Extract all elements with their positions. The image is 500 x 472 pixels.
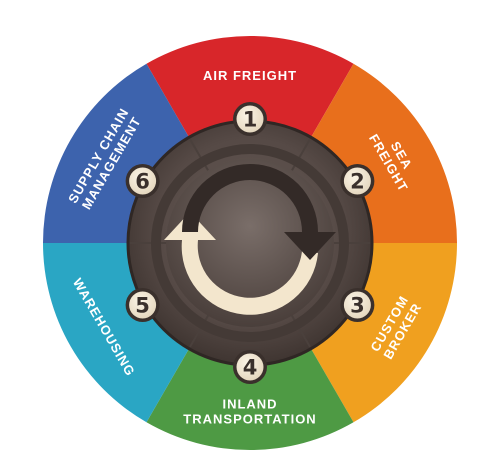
badge-number: 1 [243, 108, 258, 132]
center-hub [126, 119, 374, 367]
hub-inner-ring [151, 144, 349, 342]
badge-number: 2 [350, 170, 365, 194]
number-badges: 1 2 3 4 5 6 [125, 102, 375, 384]
segment-label-line: INLAND [222, 397, 277, 412]
cycle-arrows-icon [164, 164, 336, 315]
segment-3 [308, 243, 457, 423]
number-badge-6: 6 [125, 164, 160, 198]
badge-face [129, 291, 157, 319]
number-badge-3: 3 [340, 288, 375, 322]
segment-label-line: TRANSPORTATION [183, 412, 316, 427]
number-badge-5: 5 [125, 288, 160, 322]
segment-4 [146, 344, 354, 450]
badge-number: 4 [243, 356, 258, 380]
cycle-arrow-dark [182, 164, 318, 232]
badge-number: 3 [350, 294, 365, 318]
cycle-arrowhead-dark [284, 232, 336, 260]
segment-5 [43, 243, 192, 423]
badge-number: 5 [135, 294, 150, 318]
badge-face [129, 167, 157, 195]
segment-2 [308, 63, 457, 243]
segment-label-line: AIR FREIGHT [203, 68, 297, 83]
number-badge-1: 1 [233, 102, 267, 136]
badge-number: 6 [135, 170, 150, 194]
badge-face [236, 353, 264, 381]
number-badge-2: 2 [340, 164, 375, 198]
segment-6 [43, 63, 192, 243]
badge-face [343, 291, 371, 319]
badge-face [343, 167, 371, 195]
segment-1 [146, 35, 354, 142]
cycle-arrow-light [181, 240, 318, 315]
segment-ring [43, 35, 457, 450]
segment-label-1: AIR FREIGHT [203, 68, 297, 83]
number-badge-4: 4 [233, 350, 267, 384]
badge-face [236, 105, 264, 133]
